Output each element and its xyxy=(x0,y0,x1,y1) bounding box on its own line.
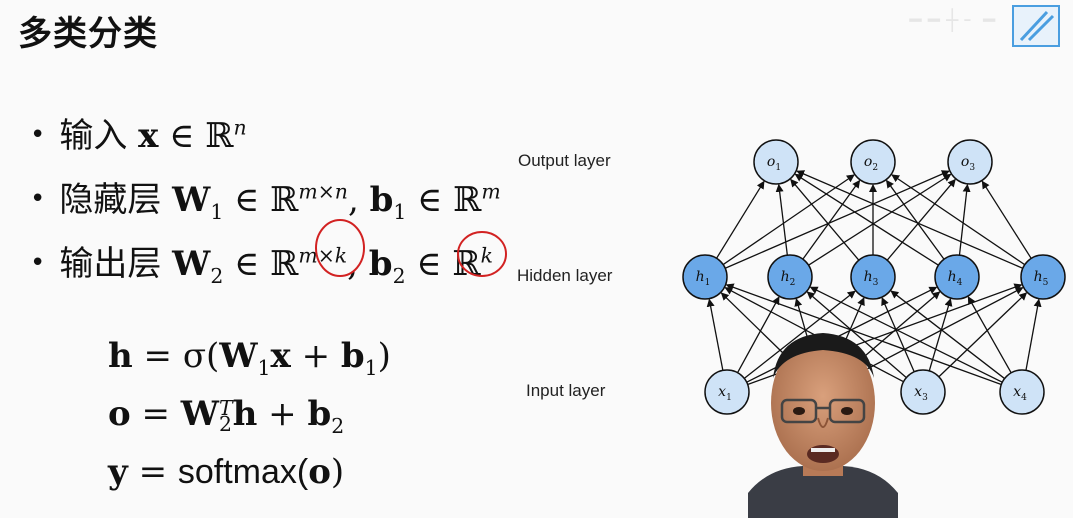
edge-x3-h3 xyxy=(881,297,915,373)
edge-x1-h2 xyxy=(736,296,780,374)
input-layer-label: Input layer xyxy=(526,381,606,400)
edge-x4-h5 xyxy=(1025,298,1042,371)
edge-x3-h2 xyxy=(806,291,907,379)
edge-h2-o2 xyxy=(802,179,861,260)
edge-h2-o1 xyxy=(775,183,788,256)
edge-x1-h1 xyxy=(706,298,724,371)
output-node-3: o3 xyxy=(947,139,993,185)
edge-x3-h4 xyxy=(928,298,953,372)
edge-x1-h3 xyxy=(743,290,856,379)
edge-x4-h2 xyxy=(809,286,1003,383)
edge-h5-o3 xyxy=(981,180,1032,259)
presenter-video xyxy=(748,333,898,518)
bullet-hidden-layer: •隐藏层 W1 ∈ ℝm×n, b1 ∈ ℝm xyxy=(30,179,501,224)
bullet-input: •输入 x ∈ ℝn xyxy=(30,115,247,156)
edge-h3-o1 xyxy=(790,178,860,261)
edge-h3-o3 xyxy=(886,178,956,261)
edge-x3-h5 xyxy=(938,292,1028,378)
input-node-3: x3 xyxy=(900,369,946,415)
hidden-node-5: h5 xyxy=(1020,254,1066,300)
bullet-output-layer: •输出层 W2 ∈ ℝm×k, b2 ∈ ℝk xyxy=(30,243,493,288)
edge-h4-o3 xyxy=(958,183,971,256)
equation-hidden: h = σ(W1x + b1) xyxy=(108,336,391,380)
watermark-text: ━ ━ ┼ ╴ ━ xyxy=(909,8,995,32)
output-layer-label: Output layer xyxy=(518,151,611,170)
input-node-4: x4 xyxy=(999,369,1045,415)
output-node-1: o1 xyxy=(753,139,799,185)
hidden-layer-label: Hidden layer xyxy=(517,266,613,285)
edge-x4-h3 xyxy=(890,290,1005,380)
annotation-circle-k1 xyxy=(315,219,365,277)
hidden-node-2: h2 xyxy=(767,254,813,300)
edge-x4-h4 xyxy=(967,296,1012,374)
edge-h5-o1 xyxy=(796,170,1024,269)
hidden-node-3: h3 xyxy=(850,254,896,300)
annotation-circle-k2 xyxy=(457,231,507,277)
output-node-2: o2 xyxy=(850,139,896,185)
slide-title: 多类分类 xyxy=(18,14,158,54)
edge-h4-o2 xyxy=(885,179,945,260)
edge-x4-h1 xyxy=(725,283,1002,386)
edge-h4-o1 xyxy=(794,173,939,266)
hidden-node-1: h1 xyxy=(682,254,728,300)
equation-softmax: y = softmax(o) xyxy=(108,452,345,492)
edge-h1-o1 xyxy=(716,180,765,259)
edge-h2-o3 xyxy=(808,173,952,266)
input-node-1: x1 xyxy=(704,369,750,415)
edge-h1-o2 xyxy=(722,174,855,266)
hidden-node-4: h4 xyxy=(934,254,980,300)
edge-x2-h5 xyxy=(842,287,1024,383)
edge-h5-o2 xyxy=(891,174,1026,266)
bilibili-logo-icon xyxy=(1012,5,1060,47)
